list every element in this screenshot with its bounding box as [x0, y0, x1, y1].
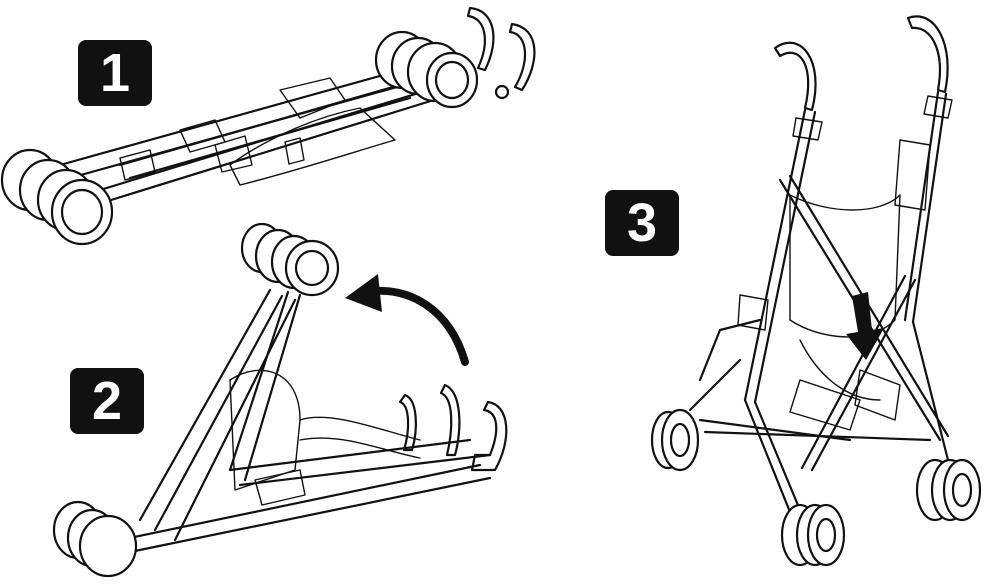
- step-number-badge: 2: [70, 368, 144, 434]
- step-number-badge: 1: [78, 40, 152, 106]
- step-number-badge: 3: [605, 190, 679, 256]
- step3-unfolded-stroller: [650, 15, 982, 567]
- step2-lifting-stroller: [52, 222, 508, 578]
- step1-folded-stroller: [0, 6, 536, 246]
